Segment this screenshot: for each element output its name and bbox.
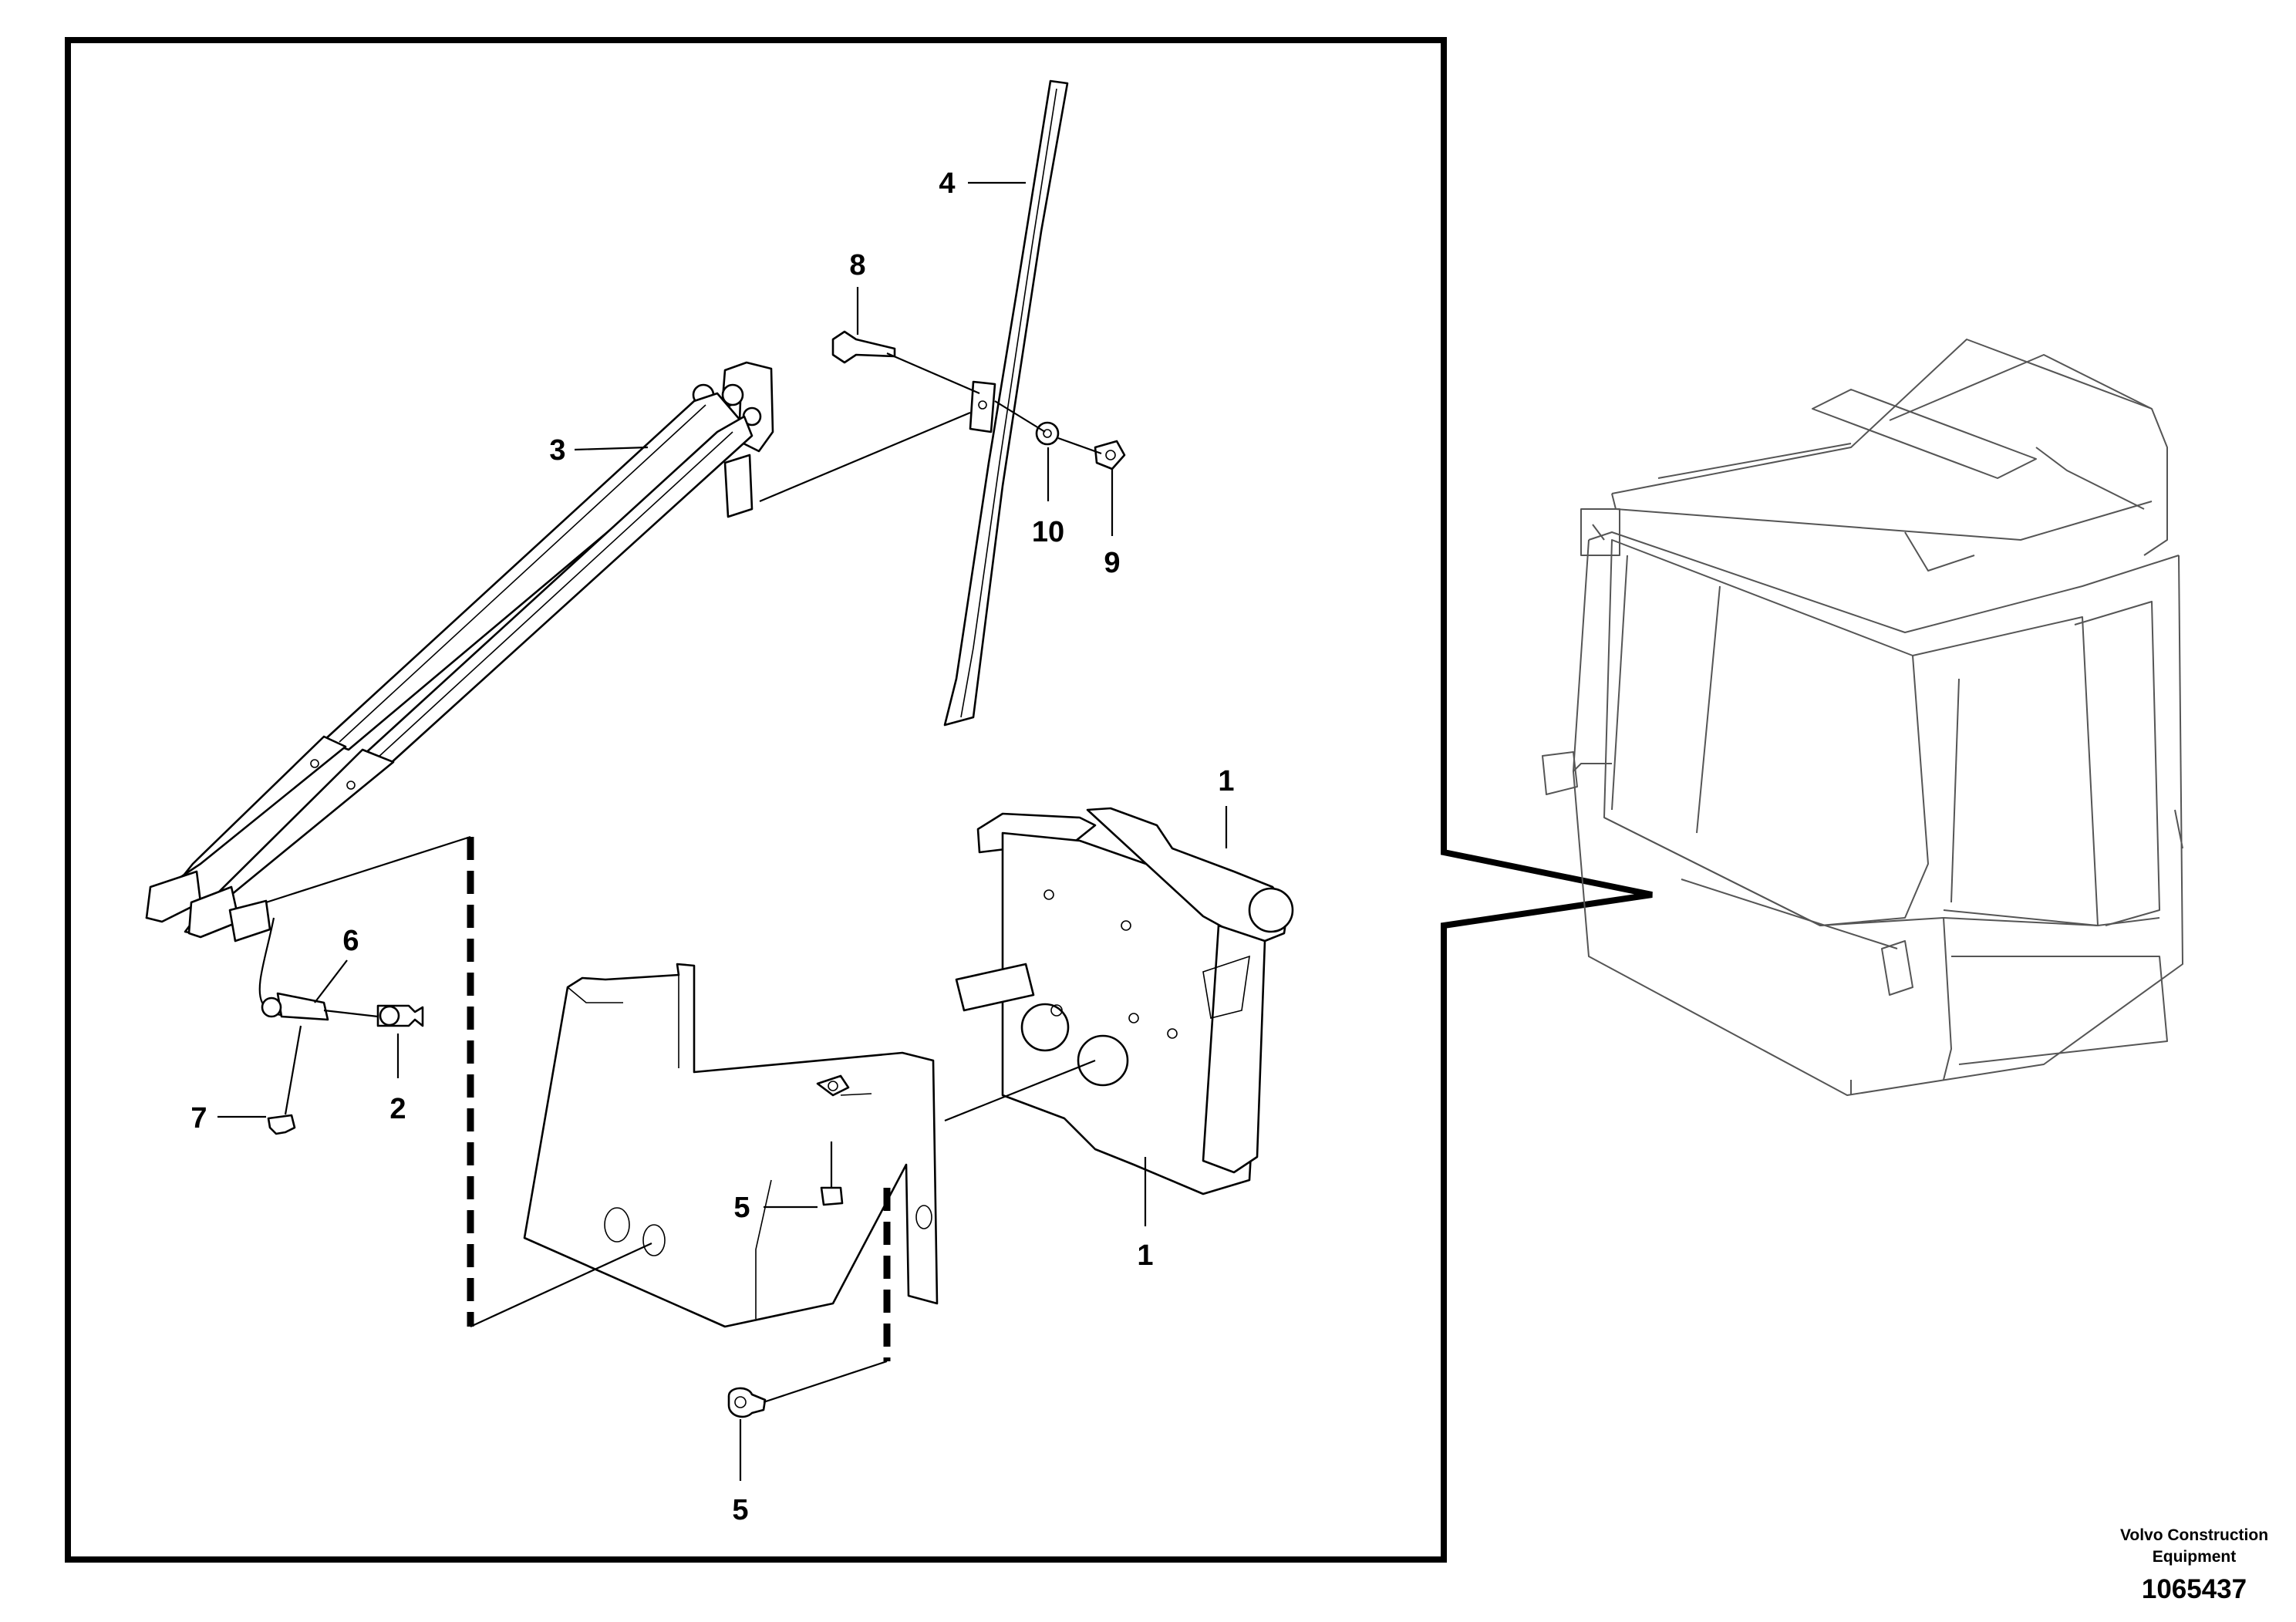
doc-number: 1065437 xyxy=(2142,1574,2247,1604)
leader-lines xyxy=(217,181,1228,1481)
detail-frame xyxy=(65,37,1653,1563)
alignment-lines xyxy=(265,352,1102,1404)
callout-5-upper: 5 xyxy=(733,1192,750,1224)
bracket-plate xyxy=(523,963,939,1328)
footer: Volvo Construction Equipment 1065437 xyxy=(2120,1526,2268,1604)
cab-overview xyxy=(1542,339,2183,1096)
wiper-motor xyxy=(955,807,1294,1195)
callout-2: 2 xyxy=(389,1093,406,1125)
callout-4: 4 xyxy=(939,167,955,200)
callout-10: 10 xyxy=(1032,516,1064,548)
brand-line-1: Volvo Construction xyxy=(2120,1526,2268,1544)
callout-3: 3 xyxy=(549,434,565,467)
callout-1-bottom: 1 xyxy=(1137,1239,1153,1272)
wiper-blade xyxy=(943,79,1069,727)
callout-7: 7 xyxy=(190,1102,207,1135)
callout-1-top: 1 xyxy=(1218,765,1234,798)
callout-5-lower: 5 xyxy=(732,1494,748,1526)
fasteners xyxy=(727,330,1126,1418)
callout-9: 9 xyxy=(1104,547,1120,579)
wiper-arm xyxy=(145,361,774,943)
callout-8: 8 xyxy=(849,249,865,282)
callout-6: 6 xyxy=(342,925,359,957)
callout-labels: 1 1 2 3 4 5 5 6 7 8 9 10 xyxy=(190,167,1234,1526)
washer-hose xyxy=(258,917,424,1135)
brand-line-2: Equipment xyxy=(2153,1548,2237,1566)
